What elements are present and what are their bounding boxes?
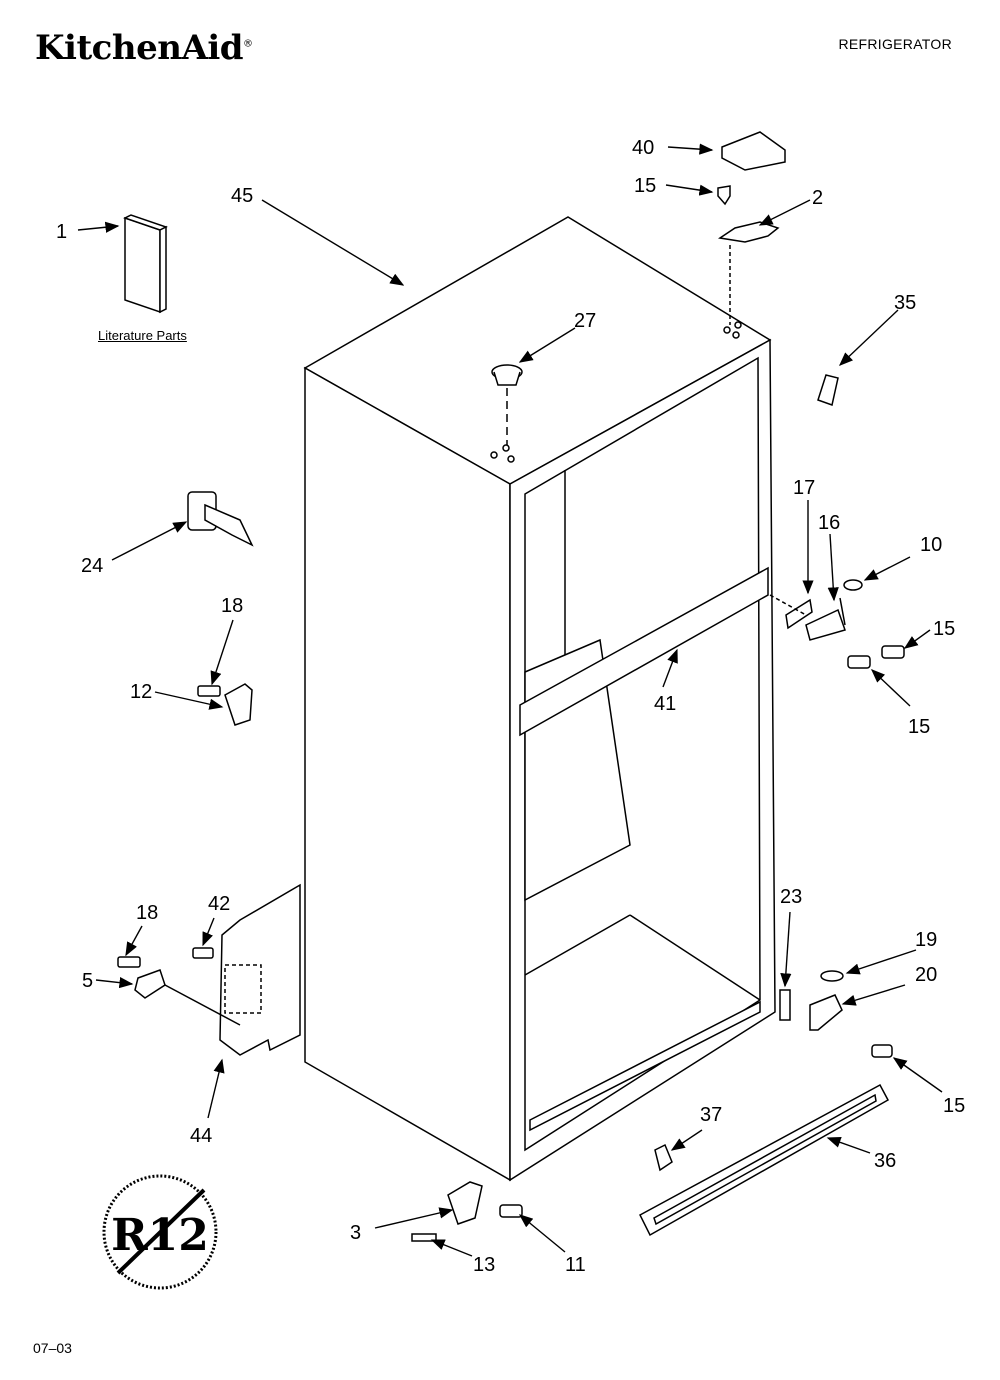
callout-5: 5 [82,970,93,992]
registered-mark: ® [243,38,253,50]
toe-grille [639,1083,890,1237]
rear-cover-assembly [117,883,301,1056]
callout-15-bottom: 15 [943,1095,965,1117]
callout-15-hinge-a: 15 [933,618,955,640]
callout-35: 35 [894,292,916,314]
center-hinge-assembly [769,579,905,669]
callout-23: 23 [780,886,802,908]
brand-logo: KitchenAid® [35,28,253,68]
door-stop [187,491,254,547]
bracket-12 [197,683,253,726]
callout-2: 2 [812,187,823,209]
callout-20: 20 [915,964,937,986]
callout-17: 17 [793,477,815,499]
callout-42: 42 [208,893,230,915]
callout-11: 11 [565,1254,586,1276]
hinge-cover [817,374,839,406]
callout-44: 44 [190,1125,212,1147]
callout-16: 16 [818,512,840,534]
callout-45: 45 [231,185,253,207]
callout-36: 36 [874,1150,896,1172]
literature-parts-caption: Literature Parts [98,328,187,343]
callout-18-upper: 18 [221,595,243,617]
door-closer-cam [411,1181,523,1242]
callout-19: 19 [915,929,937,951]
literature-booklet [123,214,168,314]
callout-15-top: 15 [634,175,656,197]
callout-41: 41 [654,693,676,715]
bottom-hinge-assembly [779,970,893,1058]
callout-12: 12 [130,681,152,703]
callout-24: 24 [81,555,103,577]
callout-40: 40 [632,137,654,159]
date-code: 07–03 [33,1340,72,1356]
callout-27: 27 [574,310,596,332]
category-title: REFRIGERATOR [838,36,952,52]
top-plug [491,364,523,445]
brand-name: KitchenAid [35,28,244,68]
refrigerator-cabinet [303,216,776,1182]
callout-37: 37 [700,1104,722,1126]
r12-text: R12 [111,1210,209,1261]
callout-labels: 40 15 2 45 1 35 27 17 16 10 15 15 41 24 … [56,137,965,1276]
callout-18-lower: 18 [136,902,158,924]
callout-13: 13 [473,1254,495,1276]
callout-leaders [77,143,943,1257]
callout-1: 1 [56,221,67,243]
callout-15-hinge-b: 15 [908,716,930,738]
callout-10: 10 [920,534,942,556]
top-hinge-assembly [717,131,786,325]
callout-3: 3 [350,1222,361,1244]
no-r12-symbol: R12 [102,1174,218,1290]
